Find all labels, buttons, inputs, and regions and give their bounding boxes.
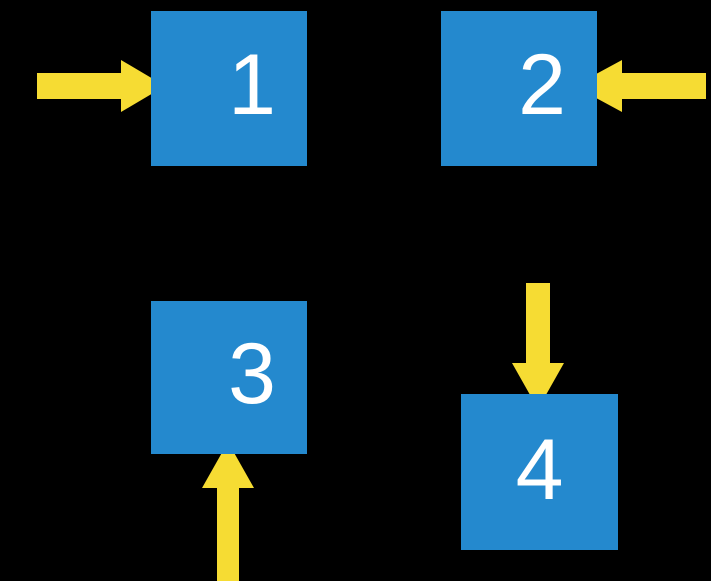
arrow-left-into-node-2: [570, 58, 710, 114]
node-box-3[interactable]: 3: [151, 301, 307, 454]
arrow-down-into-node-4: [510, 281, 566, 411]
arrow-right-into-node-1: [33, 58, 169, 114]
node-box-4[interactable]: 4: [461, 394, 618, 550]
arrow-up-into-node-3: [200, 440, 256, 581]
arrow-right-icon: [37, 60, 165, 112]
arrow-up-icon: [202, 442, 254, 581]
node-box-2-label: 2: [518, 36, 566, 133]
arrow-left-icon: [574, 60, 706, 112]
node-box-3-label: 3: [228, 325, 276, 422]
arrow-down-icon: [512, 283, 564, 409]
node-box-1-label: 1: [228, 36, 276, 133]
node-box-1[interactable]: 1: [151, 11, 307, 166]
node-box-2[interactable]: 2: [441, 11, 597, 166]
node-box-4-label: 4: [515, 422, 564, 518]
